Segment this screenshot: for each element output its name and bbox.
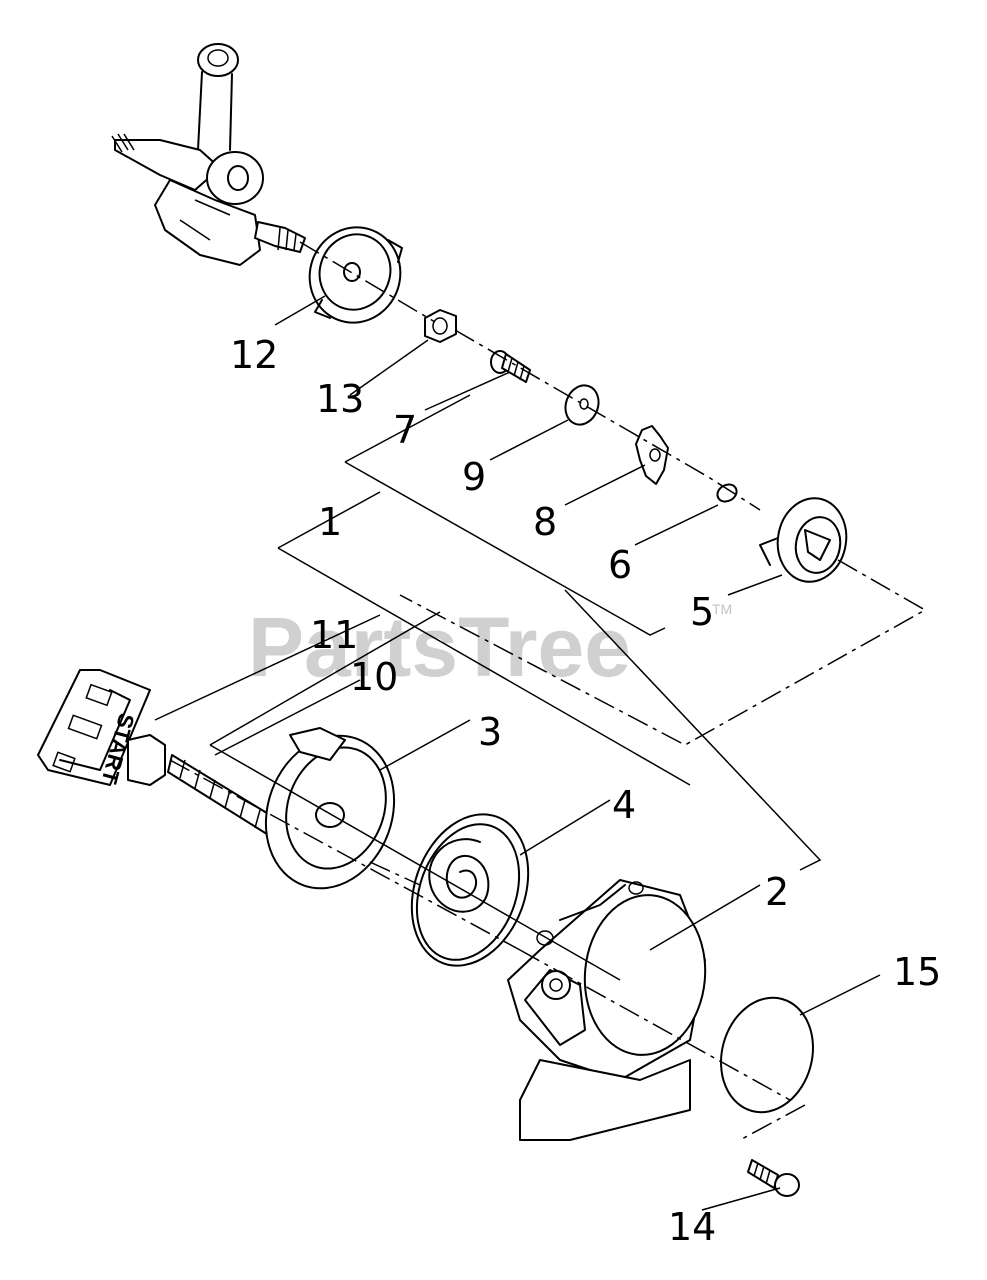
part-15-label — [720, 996, 814, 1114]
callout-3: 3 — [478, 710, 502, 754]
watermark-trademark: TM — [712, 601, 732, 617]
part-3-pulley — [264, 727, 396, 890]
part-4-spring — [410, 813, 530, 967]
part-9-washer — [564, 384, 600, 426]
callout-2: 2 — [765, 870, 789, 914]
part-12-plate — [308, 226, 403, 324]
part-7-screw — [490, 350, 531, 383]
callout-12: 12 — [230, 333, 278, 377]
callout-10: 10 — [350, 655, 398, 699]
callout-14: 14 — [668, 1205, 716, 1249]
callout-1: 1 — [318, 500, 342, 544]
part-2-housing — [507, 879, 707, 1141]
part-13-nut — [424, 309, 457, 343]
part-14-bolt — [747, 1159, 800, 1197]
callout-7: 7 — [393, 408, 417, 452]
part-8-pawl — [635, 425, 669, 485]
callout-6: 6 — [608, 543, 632, 587]
group-brackets — [209, 394, 822, 981]
callouts: 12 13 7 9 8 1 6 5 11 10 3 4 2 15 14 — [230, 333, 941, 1249]
callout-15: 15 — [893, 950, 941, 994]
watermark-text: PartsTree — [248, 600, 631, 694]
leader-lines — [154, 295, 881, 1211]
callout-11: 11 — [310, 613, 358, 657]
part-5-ratchet — [759, 497, 848, 583]
exploded-axes — [169, 241, 927, 1141]
crankshaft — [111, 43, 306, 266]
callout-9: 9 — [462, 455, 486, 499]
starter-handle: START — [37, 669, 166, 787]
callout-4: 4 — [612, 783, 636, 827]
callout-8: 8 — [533, 500, 557, 544]
callout-5: 5 — [690, 590, 714, 634]
callout-13: 13 — [316, 377, 364, 421]
part-6-ring — [716, 483, 738, 503]
